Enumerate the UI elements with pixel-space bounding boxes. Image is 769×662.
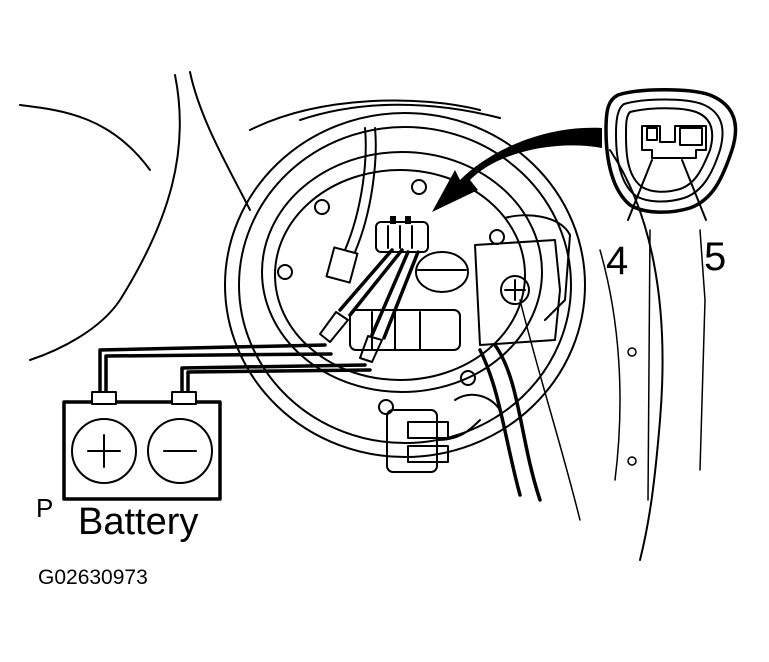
pin-4-label: 4: [606, 239, 628, 283]
test-leads: [319, 248, 420, 363]
battery-wires: [98, 343, 372, 399]
vehicle-body-outline: [19, 71, 706, 561]
minus-icon: [147, 418, 213, 484]
connector-face-view: [604, 88, 738, 221]
pointer-arrow: [432, 127, 602, 212]
figure-code: G02630973: [38, 566, 148, 589]
pump-connector: [375, 216, 429, 253]
battery-label: Battery: [78, 501, 198, 543]
polarity-label: P: [36, 493, 53, 523]
pin-5-label: 5: [704, 235, 726, 279]
battery: [62, 391, 222, 501]
fuel-tank-access-ring: [224, 112, 586, 458]
plus-icon: [71, 418, 137, 484]
